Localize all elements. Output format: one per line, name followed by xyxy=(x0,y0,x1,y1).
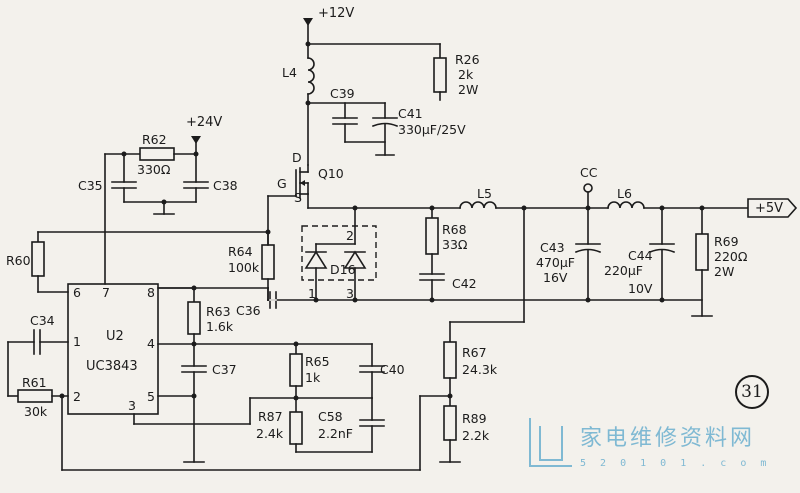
label-c37: C37 xyxy=(212,362,237,377)
label-r69-ref: R69 xyxy=(714,234,739,249)
label-c44-val2: 10V xyxy=(628,281,653,296)
diode-pack-box xyxy=(301,225,377,281)
label-c43-val2: 16V xyxy=(543,270,568,285)
label-r89-val: 2.2k xyxy=(462,428,490,443)
label-u2-part: UC3843 xyxy=(86,359,138,374)
label-q10-s: S xyxy=(294,190,302,205)
label-c42: C42 xyxy=(452,276,477,291)
label-c36: C36 xyxy=(236,303,261,318)
label-r61-ref: R61 xyxy=(22,375,47,390)
label-cc: CC xyxy=(580,165,598,180)
u2-pin-1: 1 xyxy=(73,334,81,349)
label-r87-val: 2.4k xyxy=(256,426,284,441)
label-r60: R60 xyxy=(6,253,31,268)
label-q10-d: D xyxy=(292,150,302,165)
label-q10-g: G xyxy=(277,176,287,191)
label-r61-val: 30k xyxy=(24,404,48,419)
label-r69-val2: 2W xyxy=(714,264,735,279)
u2-pin-7: 7 xyxy=(102,285,110,300)
label-c35: C35 xyxy=(78,178,103,193)
ic-U2-body xyxy=(67,283,159,415)
watermark-url: 5 2 0 1 0 1 . c o m xyxy=(580,458,771,469)
label-r87-ref: R87 xyxy=(258,409,283,424)
label-c38: C38 xyxy=(213,178,238,193)
label-r26-val: 2k xyxy=(458,67,474,82)
u2-pin-4: 4 xyxy=(147,336,155,351)
u2-pin-6: 6 xyxy=(73,285,81,300)
label-r65-ref: R65 xyxy=(305,354,330,369)
label-r63-val: 1.6k xyxy=(206,319,234,334)
label-c39: C39 xyxy=(330,86,355,101)
label-12v: +12V xyxy=(318,6,355,21)
label-r26-val2: 2W xyxy=(458,82,479,97)
label-24v: +24V xyxy=(186,115,223,130)
u2-pin-2: 2 xyxy=(73,389,81,404)
label-r68-val: 33Ω xyxy=(442,237,468,252)
label-c44-ref: C44 xyxy=(628,248,653,263)
label-d16: D16 xyxy=(330,262,356,277)
label-c58-val: 2.2nF xyxy=(318,426,353,441)
label-r67-val: 24.3k xyxy=(462,362,498,377)
label-l5: L5 xyxy=(477,186,492,201)
output-5v-arrow xyxy=(747,198,798,218)
label-d16-pin2: 2 xyxy=(346,228,354,243)
label-c41-val: 330μF/25V xyxy=(398,122,466,137)
label-r65-val: 1k xyxy=(305,370,321,385)
figure-number: 31 xyxy=(735,375,769,409)
label-d16-pin3: 3 xyxy=(346,286,354,301)
label-c43-ref: C43 xyxy=(540,240,565,255)
label-u2: U2 xyxy=(106,329,124,344)
u2-pin-5: 5 xyxy=(147,389,155,404)
label-r63-ref: R63 xyxy=(206,304,231,319)
supply-arrow-12v xyxy=(303,18,313,26)
label-r64-val: 100k xyxy=(228,260,260,275)
label-c43-val: 470μF xyxy=(536,255,576,270)
label-d16-pin1: 1 xyxy=(308,286,316,301)
label-5v: +5V xyxy=(755,201,784,216)
label-r69-val: 220Ω xyxy=(714,249,748,264)
label-c44-val: 220μF xyxy=(604,263,644,278)
label-c34: C34 xyxy=(30,313,55,328)
inductor-L6 xyxy=(607,201,645,209)
label-r64-ref: R64 xyxy=(228,244,253,259)
label-l4: L4 xyxy=(282,65,297,80)
label-r68-ref: R68 xyxy=(442,222,467,237)
u2-pin-8: 8 xyxy=(147,285,155,300)
label-c58-ref: C58 xyxy=(318,409,343,424)
inductor-L5 xyxy=(459,201,497,209)
label-l6: L6 xyxy=(617,186,632,201)
u2-pin-3: 3 xyxy=(128,398,136,413)
watermark-text: 家电维修资料网 xyxy=(580,426,756,451)
label-c41-ref: C41 xyxy=(398,106,423,121)
label-r62-val: 330Ω xyxy=(137,162,171,177)
label-r62-ref: R62 xyxy=(142,132,167,147)
label-c40: C40 xyxy=(380,362,405,377)
label-r89-ref: R89 xyxy=(462,411,487,426)
label-r26-ref: R26 xyxy=(455,52,480,67)
label-r67-ref: R67 xyxy=(462,345,487,360)
inductor-L4 xyxy=(307,57,315,95)
label-q10: Q10 xyxy=(318,166,344,181)
